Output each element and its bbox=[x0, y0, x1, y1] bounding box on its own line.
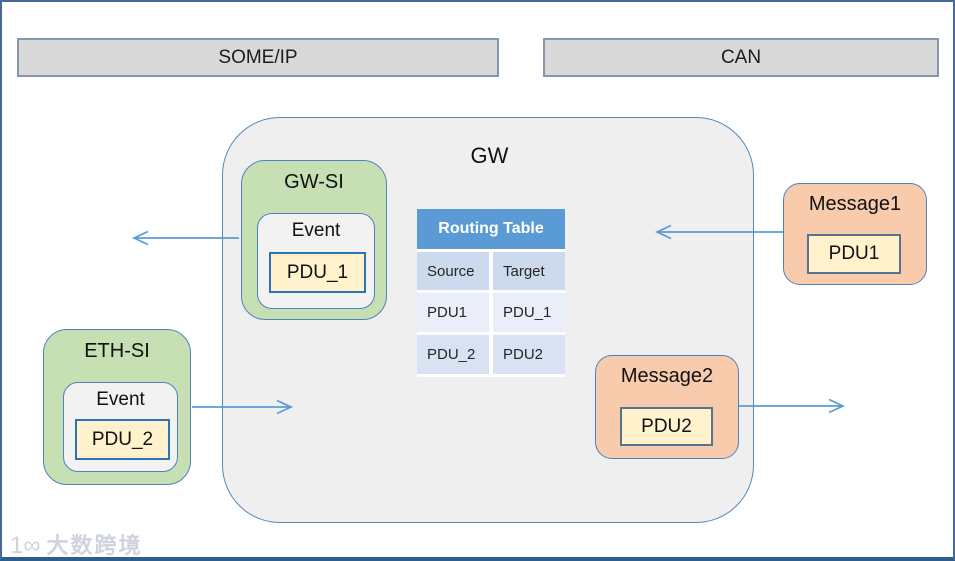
message2-pdu-box: PDU2 bbox=[620, 407, 713, 446]
routing-table-cell: PDU_1 bbox=[493, 293, 565, 332]
gateway-label: GW bbox=[470, 143, 509, 168]
eth-si-pdu-box: PDU_2 bbox=[75, 419, 170, 460]
eth-si-event-label: Event bbox=[96, 389, 145, 410]
watermark: 1∞大数跨境 bbox=[10, 528, 143, 559]
eth-si-box: ETH-SI Event PDU_2 bbox=[43, 329, 191, 485]
watermark-text: 大数跨境 bbox=[46, 533, 143, 558]
routing-table-cell: PDU2 bbox=[493, 335, 565, 374]
gw-si-box: GW-SI Event PDU_1 bbox=[241, 160, 387, 320]
bus-label-can: CAN bbox=[720, 46, 762, 68]
message2-label: Message2 bbox=[620, 365, 714, 387]
bus-label-someip: SOME/IP bbox=[218, 46, 298, 68]
message1-pdu-box: PDU1 bbox=[807, 234, 901, 274]
watermark-logo-icon: 1∞ bbox=[10, 532, 41, 559]
gw-si-pdu-box: PDU_1 bbox=[269, 252, 366, 293]
routing-table-cell: PDU1 bbox=[417, 293, 489, 332]
routing-table: Routing Table Source Target PDU1 PDU_1 P… bbox=[417, 209, 565, 377]
routing-table-row: PDU_2 PDU2 bbox=[417, 335, 565, 374]
bus-bar-someip: SOME/IP bbox=[17, 38, 499, 77]
gw-si-event-box: Event PDU_1 bbox=[257, 213, 375, 309]
routing-table-col-target: Target bbox=[493, 252, 565, 290]
bus-bar-can: CAN bbox=[543, 38, 939, 77]
eth-si-event-box: Event PDU_2 bbox=[63, 382, 178, 472]
routing-table-col-source: Source bbox=[417, 252, 489, 290]
gw-si-label: GW-SI bbox=[284, 171, 344, 193]
routing-table-header-row: Source Target bbox=[417, 252, 565, 290]
message2-box: Message2 PDU2 bbox=[595, 355, 739, 459]
eth-si-label: ETH-SI bbox=[84, 340, 150, 362]
arrow-message2-to-can-icon bbox=[739, 398, 846, 414]
message1-box: Message1 PDU1 bbox=[783, 183, 927, 285]
gw-si-event-label: Event bbox=[291, 220, 341, 241]
routing-table-title: Routing Table bbox=[417, 209, 565, 249]
message1-label: Message1 bbox=[808, 193, 902, 215]
routing-table-row: PDU1 PDU_1 bbox=[417, 293, 565, 332]
routing-table-cell: PDU_2 bbox=[417, 335, 489, 374]
